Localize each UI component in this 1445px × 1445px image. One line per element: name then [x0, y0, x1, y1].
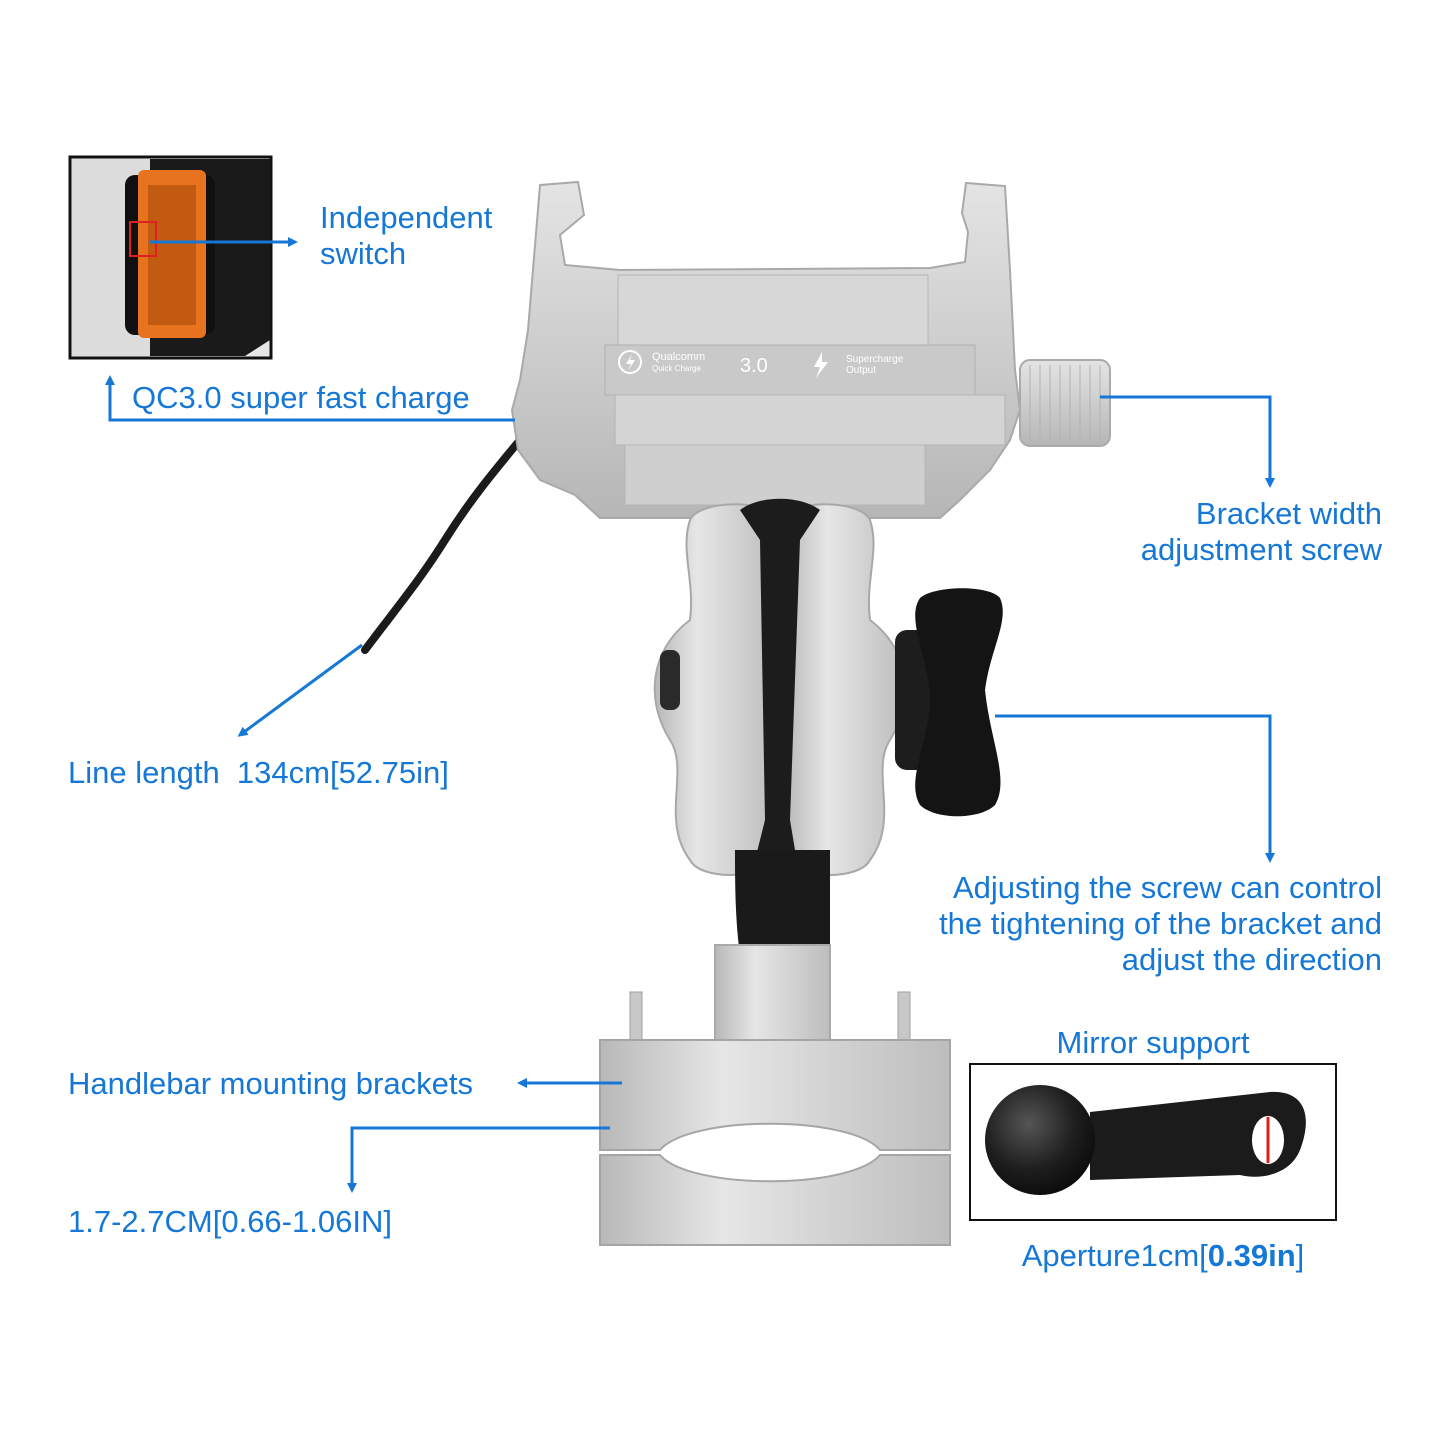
qc-brand-text: Qualcomm [652, 351, 705, 363]
aperture-label: Aperture1cm[0.39in] [970, 1238, 1356, 1274]
handlebar-clamp [599, 991, 951, 1246]
adjusting-screw-line-2: the tightening of the bracket and [939, 906, 1382, 941]
bracket-width-line-1: Bracket width [1195, 496, 1382, 531]
qc-version-text: 3.0 [740, 355, 768, 377]
adjusting-screw-line-3: adjust the direction [1121, 942, 1382, 977]
qc-charge-label: QC3.0 super fast charge [132, 380, 470, 415]
handlebar-range-label: 1.7-2.7CM[0.66-1.06IN] [68, 1204, 392, 1239]
adjusting-screw-label: Adjusting the screw can control the tigh… [939, 870, 1382, 978]
independent-switch-label: Independent switch [320, 200, 492, 272]
mount-stem [714, 944, 831, 1046]
width-adjustment-screw [1019, 359, 1111, 447]
tightening-knob [895, 588, 1003, 817]
qc-sub-text: Quick Charge [652, 364, 701, 373]
aperture-suffix: ] [1295, 1238, 1305, 1273]
ball-arm [653, 498, 907, 955]
bracket-width-label: Bracket width adjustment screw [1141, 496, 1382, 568]
quick-charge-icon [618, 350, 642, 374]
supercharge-text: Supercharge [846, 354, 904, 365]
output-text: Output [846, 365, 876, 376]
charging-cable [361, 436, 524, 654]
bracket-width-line-2: adjustment screw [1140, 532, 1382, 567]
mirror-support-inset [969, 1063, 1337, 1221]
independent-switch-line-1: Independent [320, 200, 493, 235]
mirror-support-label: Mirror support [1056, 1025, 1250, 1060]
aperture-prefix: Aperture1cm[ [1021, 1238, 1208, 1273]
handlebar-brackets-label: Handlebar mounting brackets [68, 1066, 473, 1101]
lightning-icon [814, 352, 828, 378]
switch-highlight [129, 221, 157, 257]
adjusting-screw-line-1: Adjusting the screw can control [952, 870, 1382, 905]
line-length-label: Line length 134cm[52.75in] [68, 755, 449, 790]
callout-lines [105, 237, 1275, 1193]
aperture-value: 0.39in [1207, 1238, 1296, 1273]
usb-port-inset [68, 155, 273, 360]
independent-switch-line-2: switch [320, 236, 407, 271]
phone-clamp: Qualcomm Quick Charge 3.0 Supercharge Ou… [510, 180, 1022, 519]
mount-ball [985, 1085, 1095, 1195]
